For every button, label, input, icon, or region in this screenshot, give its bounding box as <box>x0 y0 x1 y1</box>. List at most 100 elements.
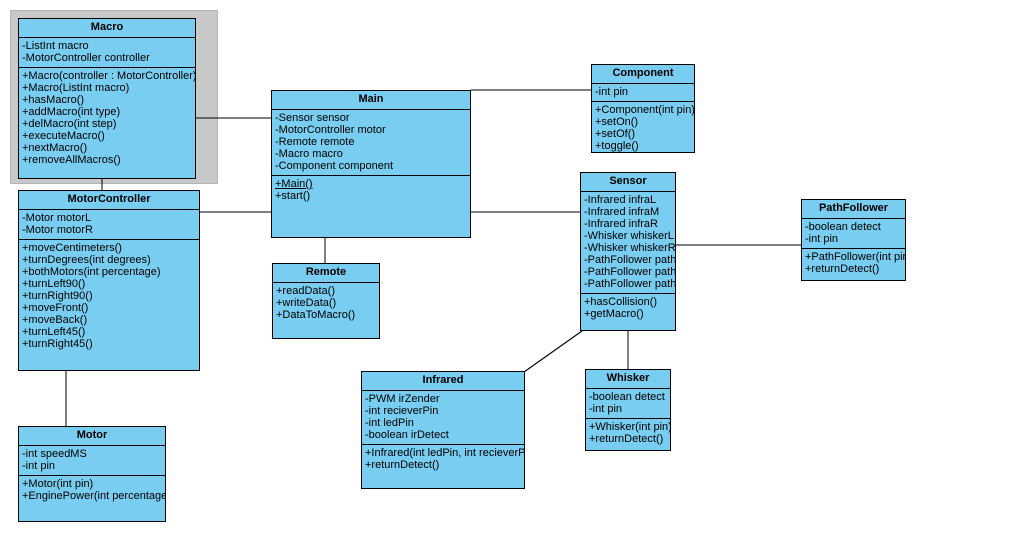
attribute-row: -Infrared infraM <box>584 206 660 218</box>
operation-row: +start() <box>275 190 311 202</box>
attribute-row: -PathFollower pathR <box>584 278 675 290</box>
class-operations-macro: +Macro(controller : MotorController) +Ma… <box>19 68 195 169</box>
class-box-component[interactable]: Component -int pin +Component(int pin) +… <box>591 64 695 153</box>
operation-row: +Whisker(int pin) <box>589 421 670 433</box>
class-operations-infrared: +Infrared(int ledPin, int recieverPin) +… <box>362 445 524 474</box>
class-box-infrared[interactable]: Infrared -PWM irZender -int recieverPin … <box>361 371 525 489</box>
operation-row: +hasCollision() <box>584 296 658 308</box>
class-operations-main: +Main() +start() <box>272 176 470 205</box>
class-attributes-component: -int pin <box>592 84 694 102</box>
attribute-row: -PathFollower pathM <box>584 266 675 278</box>
class-attributes-sensor: -Infrared infraL -Infrared infraM -Infra… <box>581 192 675 294</box>
operation-row: +turnRight90() <box>22 290 93 302</box>
class-title-infrared: Infrared <box>362 372 524 391</box>
operation-row: +turnLeft90() <box>22 278 86 290</box>
operation-row: +Macro(controller : MotorController) <box>22 70 195 82</box>
class-title-remote: Remote <box>273 264 379 283</box>
attribute-row: -MotorController motor <box>275 124 386 136</box>
operation-row: +readData() <box>276 285 336 297</box>
operation-row: +Main() <box>275 178 313 190</box>
class-box-motorcontroller[interactable]: MotorController -Motor motorL -Motor mot… <box>18 190 200 371</box>
class-attributes-main: -Sensor sensor -MotorController motor -R… <box>272 110 470 176</box>
class-operations-pathfollower: +PathFollower(int pin) +returnDetect() <box>802 249 905 278</box>
attribute-row: -Infrared infraL <box>584 194 657 206</box>
operation-row: +addMacro(int type) <box>22 106 121 118</box>
class-attributes-macro: -ListInt macro -MotorController controll… <box>19 38 195 68</box>
class-box-remote[interactable]: Remote +readData() +writeData() +DataToM… <box>272 263 380 339</box>
edge-sensor-infrared <box>523 330 583 373</box>
class-attributes-infrared: -PWM irZender -int recieverPin -int ledP… <box>362 391 524 445</box>
class-operations-remote: +readData() +writeData() +DataToMacro() <box>273 283 379 324</box>
attribute-row: -Remote remote <box>275 136 355 148</box>
class-box-main[interactable]: Main -Sensor sensor -MotorController mot… <box>271 90 471 238</box>
class-operations-motorcontroller: +moveCentimeters() +turnDegrees(int degr… <box>19 240 199 353</box>
operation-row: +setOn() <box>595 116 639 128</box>
operation-row: +DataToMacro() <box>276 309 356 321</box>
attribute-row: -int ledPin <box>365 417 414 429</box>
operation-row: +executeMacro() <box>22 130 105 142</box>
operation-row: +setOf() <box>595 128 636 140</box>
operation-row: +Motor(int pin) <box>22 478 94 490</box>
operation-row: +turnDegrees(int degrees) <box>22 254 151 266</box>
class-title-macro: Macro <box>19 19 195 38</box>
attribute-row: -boolean irDetect <box>365 429 449 441</box>
attribute-row: -int pin <box>589 403 623 415</box>
class-title-component: Component <box>592 65 694 84</box>
attribute-row: -PathFollower pathL <box>584 254 675 266</box>
attribute-row: -Motor motorL <box>22 212 92 224</box>
operation-row: +writeData() <box>276 297 337 309</box>
attribute-row: -int recieverPin <box>365 405 439 417</box>
operation-row: +getMacro() <box>584 308 644 320</box>
class-attributes-whisker: -boolean detect -int pin <box>586 389 670 419</box>
attribute-row: -Whisker whiskerL <box>584 230 674 242</box>
attribute-row: -int pin <box>805 233 839 245</box>
operation-row: +PathFollower(int pin) <box>805 251 905 263</box>
class-title-motor: Motor <box>19 427 165 446</box>
class-box-sensor[interactable]: Sensor -Infrared infraL -Infrared infraM… <box>580 172 676 331</box>
attribute-row: -Sensor sensor <box>275 112 350 124</box>
class-operations-motor: +Motor(int pin) +EnginePower(int percent… <box>19 476 165 505</box>
class-title-whisker: Whisker <box>586 370 670 389</box>
attribute-row: -int pin <box>595 86 629 98</box>
attribute-row: -int speedMS <box>22 448 87 460</box>
attribute-row: -Whisker whiskerR <box>584 242 675 254</box>
class-title-sensor: Sensor <box>581 173 675 192</box>
operation-row: +Macro(ListInt macro) <box>22 82 130 94</box>
operation-row: +Infrared(int ledPin, int recieverPin) <box>365 447 524 459</box>
operation-row: +returnDetect() <box>805 263 880 275</box>
class-box-macro[interactable]: Macro -ListInt macro -MotorController co… <box>18 18 196 179</box>
attribute-row: -boolean detect <box>589 391 665 403</box>
class-title-pathfollower: PathFollower <box>802 200 905 219</box>
operation-row: +hasMacro() <box>22 94 85 106</box>
attribute-row: -Macro macro <box>275 148 343 160</box>
operation-row: +Component(int pin) <box>595 104 694 116</box>
attribute-row: -boolean detect <box>805 221 881 233</box>
operation-row: +toggle() <box>595 140 639 152</box>
class-title-main: Main <box>272 91 470 110</box>
operation-row: +returnDetect() <box>365 459 440 471</box>
class-attributes-pathfollower: -boolean detect -int pin <box>802 219 905 249</box>
class-operations-component: +Component(int pin) +setOn() +setOf() +t… <box>592 102 694 155</box>
class-operations-whisker: +Whisker(int pin) +returnDetect() <box>586 419 670 448</box>
attribute-row: -Infrared infraR <box>584 218 658 230</box>
class-attributes-motorcontroller: -Motor motorL -Motor motorR <box>19 210 199 240</box>
class-box-whisker[interactable]: Whisker -boolean detect -int pin +Whiske… <box>585 369 671 451</box>
operation-row: +moveFront() <box>22 302 89 314</box>
operation-row: +moveCentimeters() <box>22 242 122 254</box>
class-box-pathfollower[interactable]: PathFollower -boolean detect -int pin +P… <box>801 199 906 281</box>
operation-row: +removeAllMacros() <box>22 154 121 166</box>
attribute-row: -Motor motorR <box>22 224 93 236</box>
operation-row: +turnRight45() <box>22 338 93 350</box>
operation-row: +delMacro(int step) <box>22 118 117 130</box>
class-box-motor[interactable]: Motor -int speedMS -int pin +Motor(int p… <box>18 426 166 522</box>
operation-row: +bothMotors(int percentage) <box>22 266 161 278</box>
attribute-row: -MotorController controller <box>22 52 150 64</box>
operation-row: +returnDetect() <box>589 433 664 445</box>
operation-row: +EnginePower(int percentage) <box>22 490 165 502</box>
operation-row: +moveBack() <box>22 314 88 326</box>
class-title-motorcontroller: MotorController <box>19 191 199 210</box>
operation-row: +turnLeft45() <box>22 326 86 338</box>
attribute-row: -int pin <box>22 460 56 472</box>
operation-row: +nextMacro() <box>22 142 88 154</box>
